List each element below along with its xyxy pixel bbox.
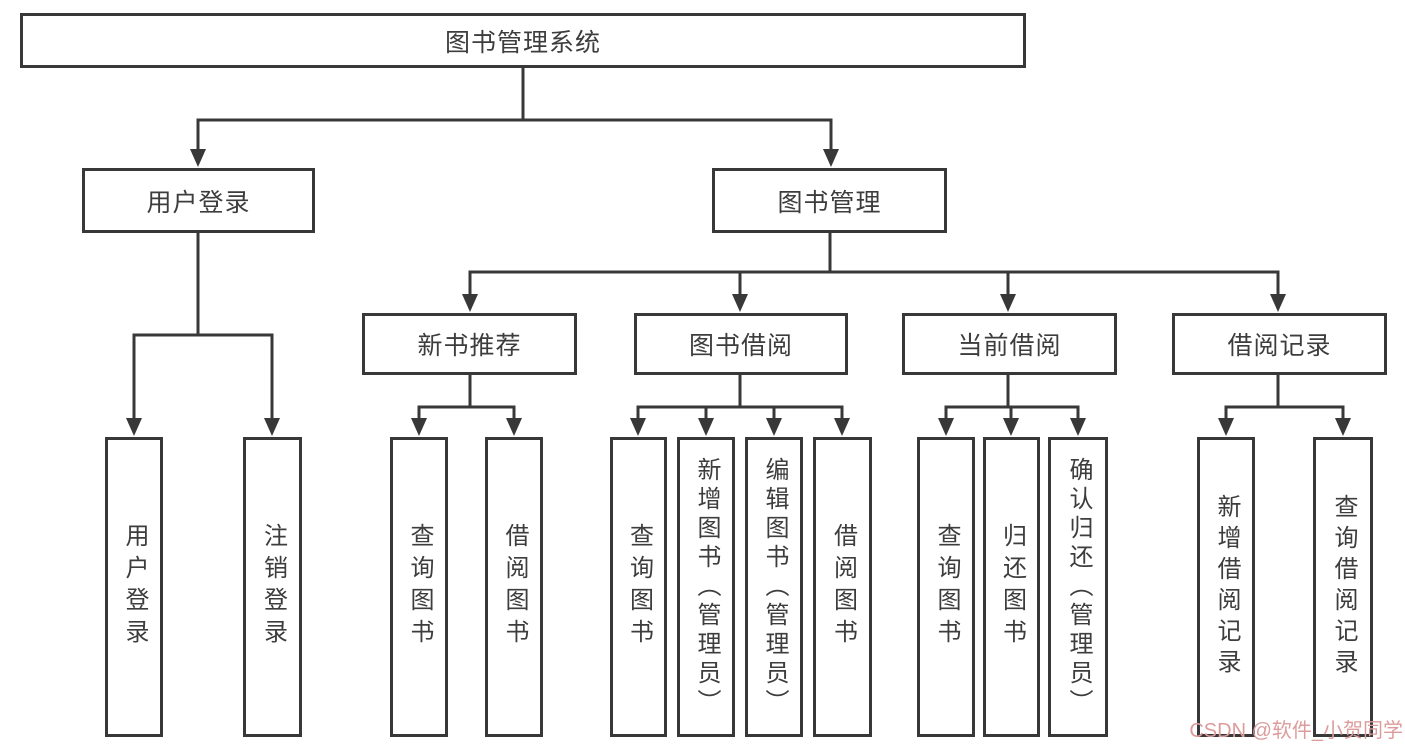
node-book-management: 图书管理 <box>712 168 947 233</box>
leaf-query-books-current: 查询图书 <box>917 437 975 737</box>
node-current-borrowing: 当前借阅 <box>902 313 1117 375</box>
leaf-confirm-return-admin: 确认归还（管理员） <box>1048 437 1108 737</box>
leaf-user-login: 用户登录 <box>105 437 163 737</box>
leaf-borrow-books-recommend: 借阅图书 <box>485 437 543 737</box>
node-new-book-recommend: 新书推荐 <box>362 313 577 375</box>
node-borrowing-records: 借阅记录 <box>1172 313 1387 375</box>
leaf-edit-books-admin: 编辑图书（管理员） <box>745 437 803 737</box>
leaf-query-borrow-record: 查询借阅记录 <box>1313 437 1373 737</box>
leaf-borrow-books: 借阅图书 <box>813 437 872 737</box>
leaf-add-books-admin: 新增图书（管理员） <box>677 437 735 737</box>
leaf-query-books-recommend: 查询图书 <box>390 437 448 737</box>
node-book-borrowing: 图书借阅 <box>634 313 848 375</box>
leaf-return-books: 归还图书 <box>983 437 1040 737</box>
leaf-logout: 注销登录 <box>243 437 302 737</box>
node-user-login: 用户登录 <box>82 168 315 233</box>
leaf-add-borrow-record: 新增借阅记录 <box>1197 437 1255 737</box>
node-library-management-system: 图书管理系统 <box>20 13 1026 68</box>
leaf-query-books-borrowing: 查询图书 <box>610 437 667 737</box>
